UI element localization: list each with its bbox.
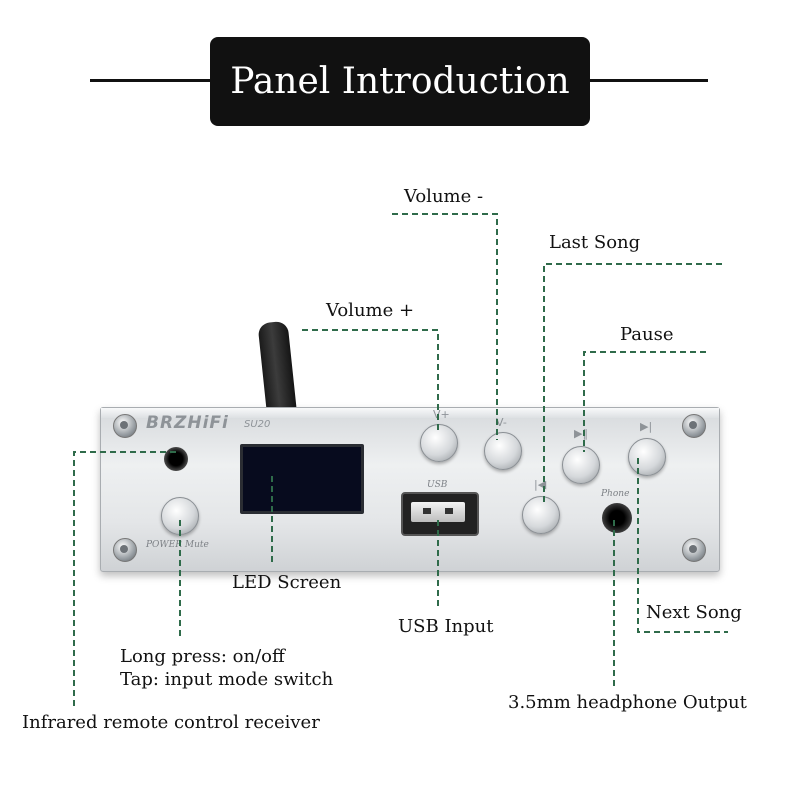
- panel-bevel: [101, 408, 719, 418]
- page-title: Panel Introduction: [210, 37, 590, 126]
- volume-plus-button[interactable]: [420, 424, 458, 462]
- label-power-tap: Tap: input mode switch: [120, 669, 334, 690]
- label-usb-input: USB Input: [398, 616, 494, 637]
- device-front-panel: [100, 407, 720, 572]
- leader-pause: [583, 351, 706, 452]
- power-mute-silk: POWER Mute: [146, 540, 209, 550]
- label-volume-plus: Volume +: [326, 300, 415, 321]
- headphone-jack: [602, 503, 632, 533]
- last-song-button[interactable]: [522, 496, 560, 534]
- leader-ir-receiver: [73, 451, 176, 708]
- volume-minus-glyph: V-: [496, 416, 507, 429]
- next-song-button[interactable]: [628, 438, 666, 476]
- screw-bottom-right: [682, 538, 706, 562]
- label-last-song: Last Song: [549, 232, 641, 253]
- power-mute-button[interactable]: [161, 497, 199, 535]
- screw-top-right: [682, 414, 706, 438]
- label-ir-receiver: Infrared remote control receiver: [22, 712, 320, 733]
- leader-volume-minus: [392, 213, 498, 440]
- model-label: SU20: [244, 419, 271, 430]
- usb-port-inner: [411, 502, 465, 522]
- label-next-song: Next Song: [646, 602, 742, 623]
- screw-bottom-left: [113, 538, 137, 562]
- phone-silk: Phone: [601, 489, 630, 499]
- led-screen: [240, 444, 364, 514]
- label-headphone-output: 3.5mm headphone Output: [508, 692, 747, 713]
- label-volume-minus: Volume -: [404, 186, 484, 207]
- leader-next-song: [637, 458, 728, 633]
- label-pause: Pause: [620, 324, 674, 345]
- title-rule-left: [90, 79, 210, 82]
- next-glyph: ▶|: [640, 420, 653, 433]
- leader-last-song: [543, 263, 722, 505]
- screw-top-left: [113, 414, 137, 438]
- usb-port: [401, 492, 479, 536]
- leader-volume-plus: [302, 329, 439, 432]
- title-rule-right: [590, 79, 708, 82]
- label-led-screen: LED Screen: [232, 572, 342, 593]
- pause-button[interactable]: [562, 446, 600, 484]
- usb-silk: USB: [427, 480, 448, 490]
- label-power-long-press: Long press: on/off: [120, 646, 285, 667]
- volume-minus-button[interactable]: [484, 432, 522, 470]
- brand-logo: BRZHiFi: [146, 413, 229, 433]
